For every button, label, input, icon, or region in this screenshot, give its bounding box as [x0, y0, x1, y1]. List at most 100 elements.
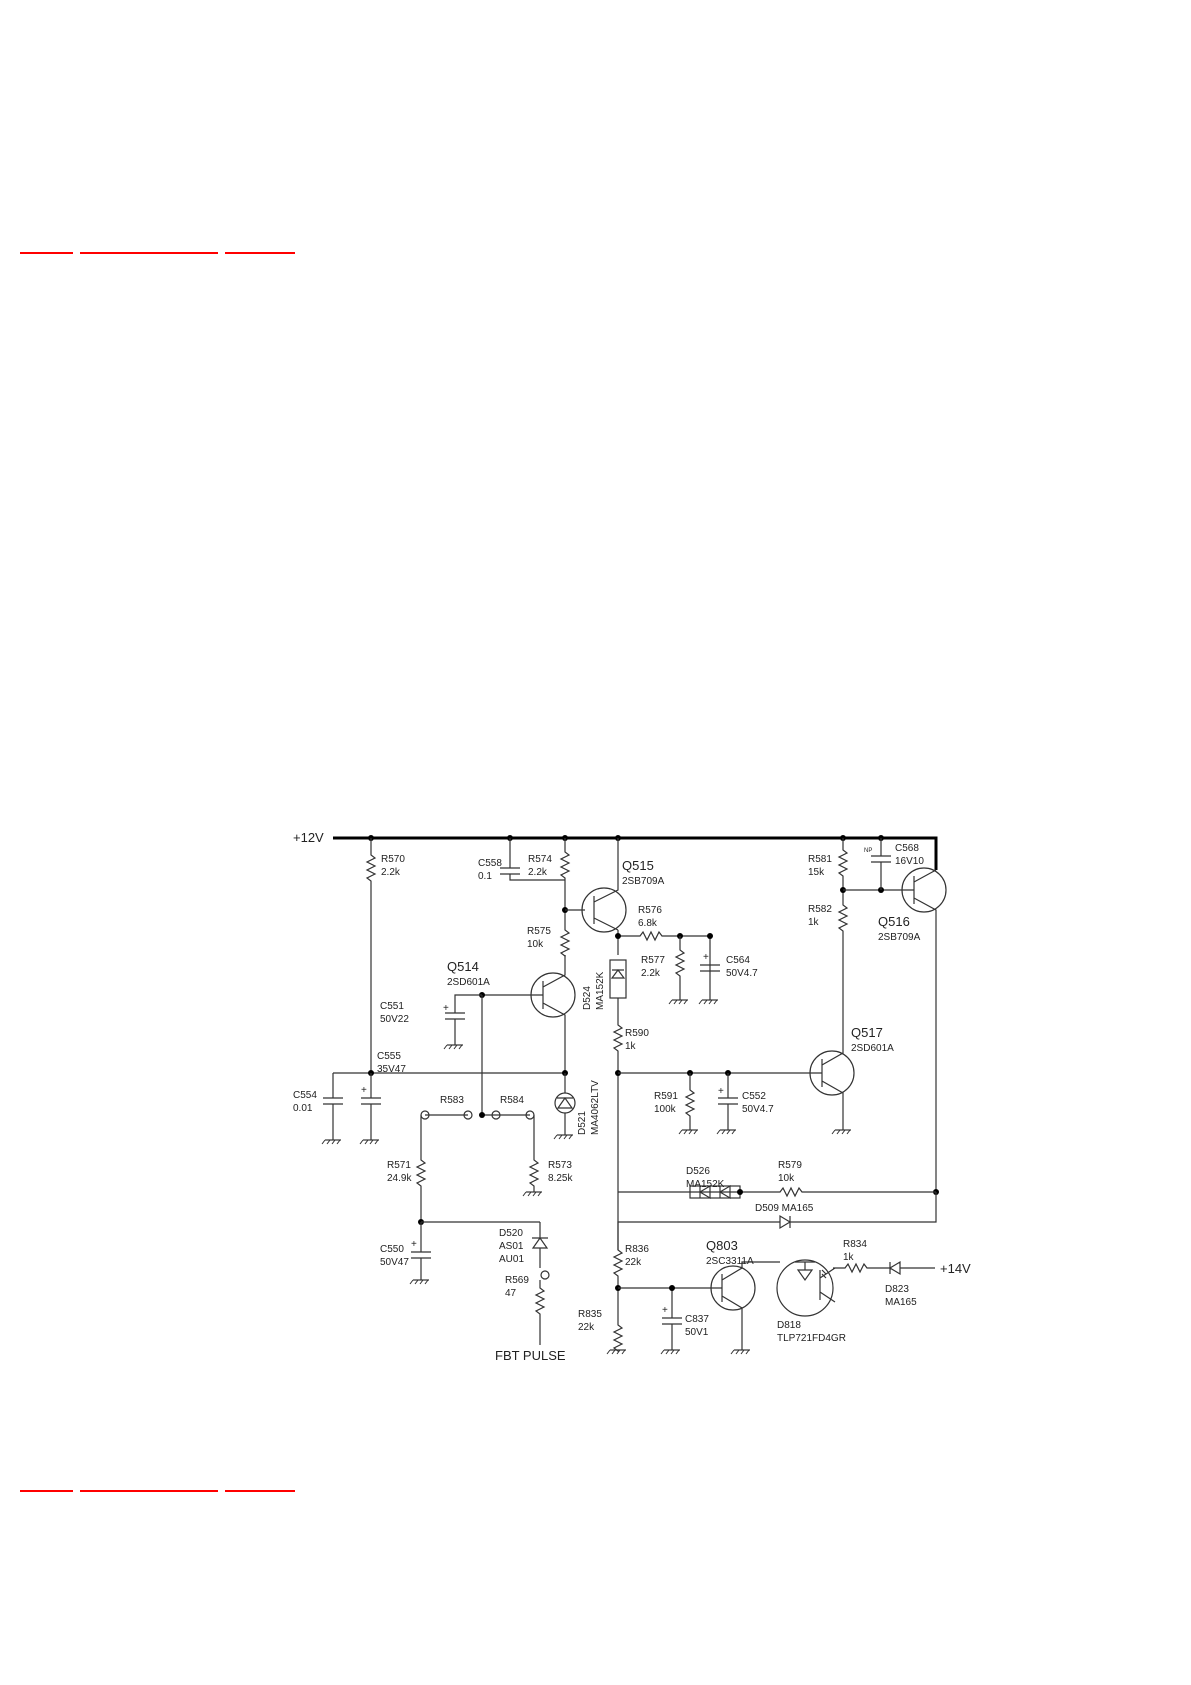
- svg-text:0.01: 0.01: [293, 1103, 313, 1114]
- svg-text:Q514: Q514: [447, 959, 479, 974]
- nav-link-6[interactable]: [225, 1487, 295, 1492]
- svg-text:1k: 1k: [808, 917, 820, 928]
- svg-text:Q516: Q516: [878, 914, 910, 929]
- r581-r582-resistors: [837, 838, 849, 1030]
- nav-link-3[interactable]: [225, 249, 295, 254]
- svg-text:1k: 1k: [625, 1041, 637, 1052]
- svg-text:+: +: [361, 1085, 367, 1096]
- nav-link-5[interactable]: [80, 1487, 218, 1492]
- svg-text:R579: R579: [778, 1160, 802, 1171]
- q803-transistor: [710, 1261, 780, 1350]
- svg-text:50V4.7: 50V4.7: [742, 1104, 774, 1115]
- svg-text:C837: C837: [685, 1314, 709, 1325]
- r574-r575-resistors: [559, 838, 571, 958]
- d524-diode: [609, 959, 627, 999]
- d521-zener-diode: [554, 1073, 576, 1135]
- v12-label: +12V: [293, 830, 324, 845]
- svg-text:2SD601A: 2SD601A: [447, 977, 490, 988]
- c558-capacitor: [500, 838, 565, 881]
- c564-capacitor: [700, 964, 720, 972]
- svg-text:Q517: Q517: [851, 1025, 883, 1040]
- r573-resistor: [528, 1115, 540, 1192]
- svg-text:MA4062LTV: MA4062LTV: [590, 1080, 601, 1135]
- svg-text:1k: 1k: [843, 1252, 855, 1263]
- nav-link-1[interactable]: [20, 249, 73, 254]
- q514-transistor: [482, 955, 576, 1073]
- svg-text:TLP721FD4GR: TLP721FD4GR: [777, 1333, 846, 1344]
- svg-text:MA152K: MA152K: [595, 971, 606, 1010]
- svg-text:AS01: AS01: [499, 1241, 524, 1252]
- q517-transistor: [618, 1030, 855, 1130]
- svg-text:C555: C555: [377, 1051, 401, 1062]
- r569-resistor: [534, 1280, 546, 1345]
- svg-text:R569: R569: [505, 1275, 529, 1286]
- svg-text:100k: 100k: [654, 1104, 677, 1115]
- c555-capacitor: [361, 1073, 381, 1140]
- r577-resistor: [674, 936, 686, 1000]
- svg-text:2SB709A: 2SB709A: [622, 876, 665, 887]
- d818-optocoupler: [776, 1259, 836, 1317]
- svg-text:R590: R590: [625, 1028, 649, 1039]
- svg-text:R583: R583: [440, 1095, 464, 1106]
- svg-text:+: +: [718, 1086, 724, 1097]
- svg-text:C550: C550: [380, 1244, 404, 1255]
- svg-text:C558: C558: [478, 858, 502, 869]
- svg-text:C564: C564: [726, 955, 750, 966]
- svg-text:R582: R582: [808, 904, 832, 915]
- r834-d823-path: [833, 1260, 935, 1276]
- svg-text:R591: R591: [654, 1091, 678, 1102]
- svg-text:C551: C551: [380, 1001, 404, 1012]
- svg-text:10k: 10k: [527, 939, 544, 950]
- d526-r579-path: [618, 1186, 936, 1198]
- svg-text:+: +: [443, 1003, 449, 1014]
- svg-text:47: 47: [505, 1288, 517, 1299]
- svg-text:R836: R836: [625, 1244, 649, 1255]
- svg-text:8.25k: 8.25k: [548, 1173, 573, 1184]
- svg-text:D520: D520: [499, 1228, 523, 1239]
- svg-text:R576: R576: [638, 905, 662, 916]
- svg-text:R573: R573: [548, 1160, 572, 1171]
- r591-resistor: [684, 1073, 696, 1130]
- c568-capacitor: [871, 838, 891, 890]
- svg-text:50V4.7: 50V4.7: [726, 968, 758, 979]
- q516-transistor: [901, 867, 947, 1192]
- c552-capacitor: [718, 1073, 738, 1130]
- svg-text:D524: D524: [582, 986, 593, 1010]
- nav-link-4[interactable]: [20, 1487, 73, 1492]
- svg-text:10k: 10k: [778, 1173, 795, 1184]
- svg-text:MA165: MA165: [885, 1297, 917, 1308]
- svg-text:50V22: 50V22: [380, 1014, 409, 1025]
- svg-text:35V47: 35V47: [377, 1064, 406, 1075]
- svg-text:D526: D526: [686, 1166, 710, 1177]
- r583-r584-jumpers: [425, 995, 530, 1116]
- svg-text:22k: 22k: [625, 1257, 642, 1268]
- svg-text:R835: R835: [578, 1309, 602, 1320]
- svg-text:C568: C568: [895, 843, 919, 854]
- svg-text:2SC3311A: 2SC3311A: [706, 1256, 754, 1267]
- svg-text:15k: 15k: [808, 867, 825, 878]
- svg-text:D823: D823: [885, 1284, 909, 1295]
- svg-text:C554: C554: [293, 1090, 317, 1101]
- svg-text:R581: R581: [808, 854, 832, 865]
- c554-capacitor: [323, 1073, 343, 1140]
- svg-text:R571: R571: [387, 1160, 411, 1171]
- svg-text:0.1: 0.1: [478, 871, 492, 882]
- d520-diode: [531, 1222, 549, 1268]
- r590-resistor: [612, 998, 624, 1250]
- svg-text:22k: 22k: [578, 1322, 595, 1333]
- svg-text:24.9k: 24.9k: [387, 1173, 412, 1184]
- v14-label: +14V: [940, 1261, 971, 1276]
- svg-text:R575: R575: [527, 926, 551, 937]
- svg-text:Q803: Q803: [706, 1238, 738, 1253]
- svg-text:2SB709A: 2SB709A: [878, 932, 921, 943]
- svg-text:+: +: [662, 1305, 668, 1316]
- svg-text:D521: D521: [577, 1111, 588, 1135]
- c550-capacitor: [411, 1221, 540, 1280]
- svg-text:NP: NP: [864, 848, 872, 854]
- r836-r835-resistors: [612, 1245, 624, 1353]
- svg-text:R834: R834: [843, 1239, 867, 1250]
- nav-link-2[interactable]: [80, 249, 218, 254]
- svg-text:2.2k: 2.2k: [528, 867, 548, 878]
- svg-text:16V10: 16V10: [895, 856, 924, 867]
